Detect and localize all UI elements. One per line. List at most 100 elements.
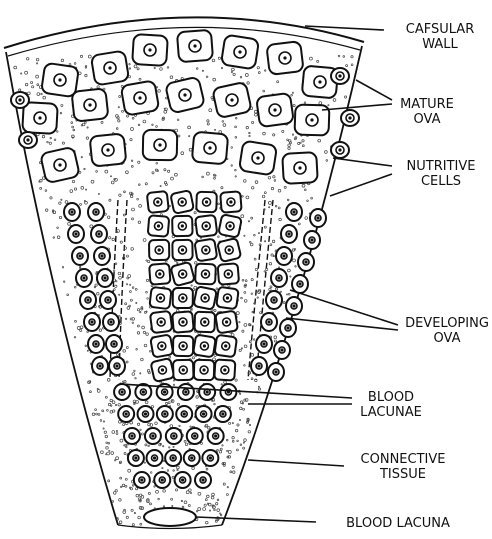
developing-ovum	[274, 341, 290, 359]
developing-ovum	[194, 360, 215, 381]
developing-ovum	[88, 335, 104, 353]
mature-ovum	[132, 34, 168, 66]
small-ovum	[187, 428, 203, 444]
developing-ovum	[173, 288, 193, 308]
developing-ovum	[193, 286, 217, 310]
small-ovum	[220, 384, 236, 400]
pointer-mature-ova-1	[356, 80, 392, 100]
developing-ovum	[172, 216, 193, 237]
small-ovum	[166, 428, 182, 444]
developing-ovum	[261, 313, 277, 331]
small-ovum	[208, 428, 224, 444]
developing-ovum	[195, 264, 216, 285]
developing-ovum	[173, 360, 194, 381]
pointer-nutritive-1	[333, 158, 392, 166]
developing-ovum	[217, 238, 241, 262]
developing-ovum	[170, 190, 194, 214]
developing-ovum	[292, 275, 308, 293]
small-ovum	[196, 406, 212, 422]
developing-ovum	[64, 203, 80, 221]
pointer-connective	[248, 460, 344, 466]
developing-ovum	[94, 247, 110, 265]
developing-ovum	[84, 313, 100, 331]
mature-ovum	[282, 152, 318, 184]
small-ovum	[202, 450, 218, 466]
developing-ovum	[298, 253, 314, 271]
nutritive-cell	[11, 92, 29, 108]
small-ovum	[114, 384, 130, 400]
blood-lacuna-shape	[144, 508, 196, 526]
developing-ovum	[147, 191, 169, 213]
small-ovum	[195, 472, 211, 488]
developing-ovum	[195, 215, 217, 237]
developing-ovum	[194, 239, 217, 262]
cells-layer	[11, 30, 359, 488]
nutritive-cell	[341, 110, 359, 126]
developing-ovum	[251, 357, 267, 375]
mature-ovum	[71, 88, 108, 121]
small-ovum	[184, 450, 200, 466]
developing-ovum	[149, 287, 171, 309]
developing-ovum	[72, 247, 88, 265]
developing-ovum	[266, 291, 282, 309]
developing-ovum	[193, 335, 216, 358]
small-ovum	[165, 450, 181, 466]
developing-ovum	[304, 231, 320, 249]
developing-ovum	[280, 319, 296, 337]
small-ovum	[154, 472, 170, 488]
developing-ovum	[286, 203, 302, 221]
label-connective-tissue: CONNECTIVE TISSUE	[361, 452, 446, 482]
developing-ovum	[150, 358, 174, 382]
small-ovum	[118, 406, 134, 422]
developing-ovum	[196, 192, 217, 213]
nutritive-cell	[331, 68, 349, 84]
mature-ovum	[177, 30, 213, 63]
developing-ovum	[256, 335, 272, 353]
mature-ovum	[239, 141, 277, 176]
small-ovum	[175, 472, 191, 488]
developing-ovum	[88, 203, 104, 221]
small-ovum	[138, 406, 154, 422]
small-ovum	[128, 450, 144, 466]
small-ovum	[199, 384, 215, 400]
small-ovum	[157, 406, 173, 422]
mature-ovum	[40, 147, 80, 184]
nutritive-cell	[331, 142, 349, 158]
mature-ovum	[192, 132, 228, 165]
developing-ovum	[103, 313, 119, 331]
developing-ovum	[310, 209, 326, 227]
developing-ovum	[215, 311, 238, 334]
developing-ovum	[172, 311, 194, 333]
developing-ovum	[149, 263, 170, 284]
label-blood-lacuna: BLOOD LACUNA	[346, 516, 450, 531]
mature-ovum	[165, 76, 205, 113]
developing-ovum	[97, 269, 113, 287]
small-ovum	[215, 406, 231, 422]
label-capsular-wall: CAFSULAR WALL	[406, 22, 474, 52]
developing-ovum	[109, 357, 125, 375]
developing-ovum	[148, 215, 170, 237]
developing-ovum	[218, 263, 239, 284]
label-blood-lacunae: BLOOD LACUNAE	[360, 390, 422, 420]
developing-ovum	[68, 225, 84, 243]
developing-ovum	[194, 312, 215, 333]
developing-ovum	[271, 269, 287, 287]
mature-ovum	[266, 41, 303, 75]
developing-ovum	[149, 240, 169, 260]
mature-ovum	[221, 35, 259, 70]
developing-ovum	[100, 291, 116, 309]
developing-ovum	[281, 225, 297, 243]
developing-ovum	[220, 191, 242, 213]
small-ovum	[176, 406, 192, 422]
mature-ovum	[91, 50, 129, 85]
small-ovum	[134, 472, 150, 488]
label-developing-ova: DEVELOPING OVA	[405, 316, 489, 346]
pointer-nutritive-2	[330, 174, 392, 196]
developing-ovum	[172, 240, 192, 260]
small-ovum	[124, 428, 140, 444]
small-ovum	[178, 384, 194, 400]
label-nutritive-cells: NUTRITIVE CELLS	[407, 159, 476, 189]
developing-ovum	[106, 335, 122, 353]
developing-ovum	[170, 262, 194, 286]
mature-ovum	[212, 82, 252, 119]
